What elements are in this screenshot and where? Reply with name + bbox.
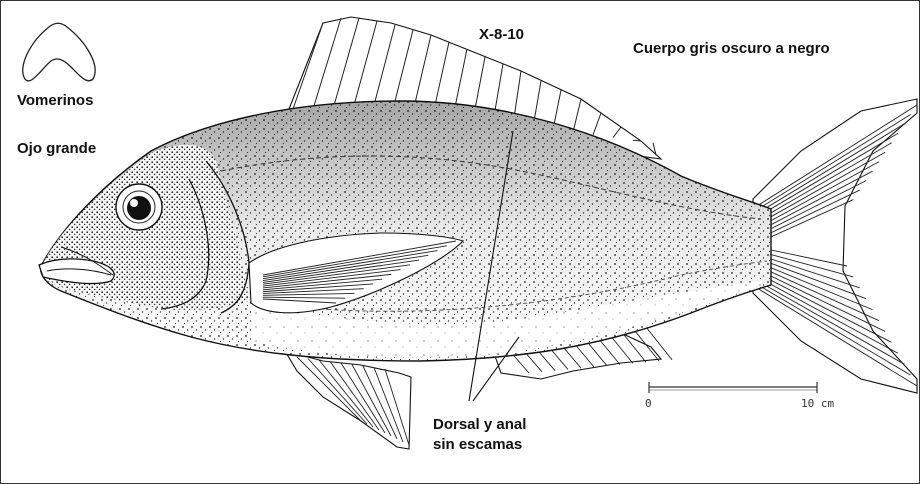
ojo-grande-label: Ojo grande xyxy=(17,139,96,158)
vomerine-patch-shape xyxy=(23,23,95,81)
vomerinos-label: Vomerinos xyxy=(17,91,93,110)
eye xyxy=(116,184,162,230)
pelvic-fin xyxy=(285,351,411,449)
scale-bar xyxy=(649,382,817,393)
scale-start-label: 0 xyxy=(645,397,652,410)
caudal-fin xyxy=(753,99,917,393)
fin-formula-label: X-8-10 xyxy=(479,25,524,44)
cuerpo-label: Cuerpo gris oscuro a negro xyxy=(633,39,830,58)
scale-end-label: 10 cm xyxy=(801,397,834,410)
dorsal-anal-label-line2: sin escamas xyxy=(433,435,522,454)
dorsal-anal-label-line1: Dorsal y anal xyxy=(433,415,526,434)
